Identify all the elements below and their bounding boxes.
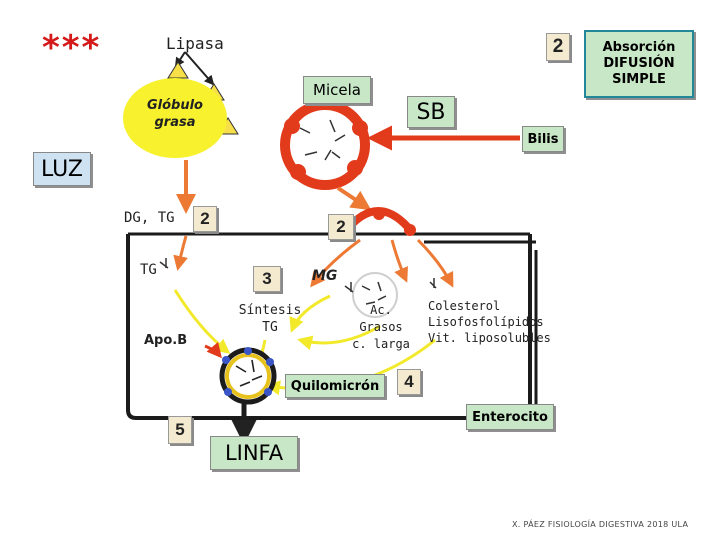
apob-label: Apo.B xyxy=(144,333,188,348)
micelle-top xyxy=(280,100,370,190)
step-5: 5 xyxy=(168,416,192,444)
fat-globule-shape xyxy=(123,78,227,158)
step-2-center: 2 xyxy=(328,214,354,240)
sb-label: SB xyxy=(407,96,455,128)
lipid-symbols xyxy=(159,258,437,293)
enterocito-label: Enterocito xyxy=(466,404,554,430)
acidos-grasos-label: Ac. Grasos c. larga xyxy=(352,303,410,351)
micela-label: Micela xyxy=(303,76,371,104)
quilomicron-label: Quilomicrón xyxy=(285,374,385,398)
luz-label: LUZ xyxy=(33,152,91,186)
chylomicron xyxy=(219,347,277,405)
mg-label: MG xyxy=(312,268,338,284)
colesterol-label: Colesterol Lisofosfolípidos Vit. liposol… xyxy=(428,299,551,345)
step-2-left: 2 xyxy=(193,206,217,232)
synthesis-arrows xyxy=(173,289,436,396)
step-2-top-right: 2 xyxy=(546,33,570,61)
uptake-arrows xyxy=(173,235,454,288)
linfa-label: LINFA xyxy=(210,436,298,470)
stars-mark: *** xyxy=(42,28,102,68)
globulo-grasa-label: Glóbulo grasa xyxy=(146,98,203,130)
footer-credit: X. PÁEZ FISIOLOGÍA DIGESTIVA 2018 ULA xyxy=(512,520,689,529)
step-4: 4 xyxy=(397,369,421,395)
bilis-label: Bilis xyxy=(522,126,564,152)
absorcion-label: Absorción DIFUSIÓN SIMPLE xyxy=(584,30,694,98)
micela-flow-arrow xyxy=(336,186,372,211)
lipasa-label: Lipasa xyxy=(166,34,224,53)
step-3: 3 xyxy=(253,266,281,292)
dg-tg-label: DG, TG xyxy=(124,210,175,226)
micelle-inner xyxy=(352,272,398,318)
sintesis-tg-label: Síntesis TG xyxy=(238,303,302,335)
tg-label: TG xyxy=(140,262,157,278)
